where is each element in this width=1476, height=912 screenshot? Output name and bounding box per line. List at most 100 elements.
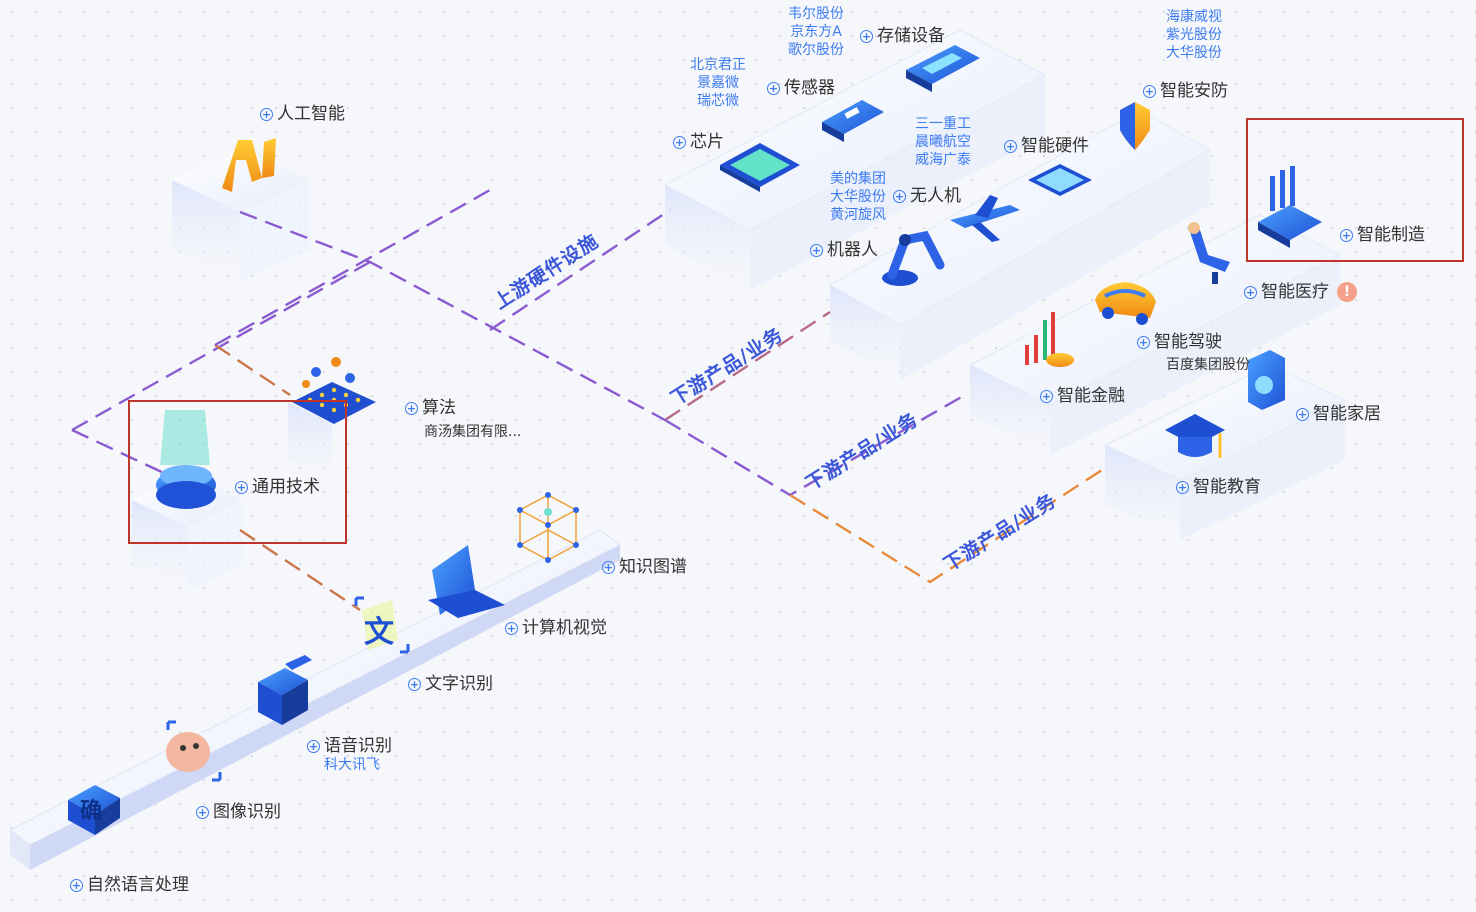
- knowledge-graph-icon: [517, 492, 579, 563]
- node-chip[interactable]: + 芯片: [673, 132, 724, 152]
- company-name[interactable]: 京东方A: [790, 24, 842, 40]
- node-ai[interactable]: + 人工智能: [260, 104, 345, 124]
- node-education[interactable]: + 智能教育: [1176, 477, 1261, 497]
- company-name[interactable]: 黄河旋风: [830, 207, 886, 223]
- company-name[interactable]: 大华股份: [1166, 45, 1222, 61]
- driving-company[interactable]: 百度集团股份: [1166, 357, 1250, 373]
- factory-icon: [1258, 166, 1322, 248]
- node-security[interactable]: + 智能安防: [1143, 81, 1228, 101]
- node-text-recognition[interactable]: + 文字识别: [408, 674, 493, 694]
- expand-icon[interactable]: +: [810, 243, 823, 257]
- hologram-icon: [156, 410, 216, 509]
- company-name[interactable]: 晨曦航空: [915, 134, 971, 150]
- node-label: 人工智能: [277, 104, 345, 124]
- node-drone[interactable]: + 无人机: [893, 186, 961, 206]
- company-name[interactable]: 景嘉微: [697, 75, 739, 91]
- text-recognition-icon: 文: [354, 596, 410, 654]
- node-nlp[interactable]: + 自然语言处理: [70, 875, 189, 895]
- node-knowledge-graph[interactable]: + 知识图谱: [602, 557, 687, 577]
- expand-icon[interactable]: +: [1244, 285, 1257, 299]
- node-label: 智能驾驶: [1154, 332, 1222, 352]
- expand-icon[interactable]: +: [673, 135, 686, 149]
- storage-icon: [906, 45, 980, 92]
- node-finance[interactable]: + 智能金融: [1040, 386, 1125, 406]
- expand-icon[interactable]: +: [1137, 335, 1150, 349]
- car-icon: [1095, 282, 1156, 325]
- expand-icon[interactable]: +: [1296, 407, 1309, 421]
- node-robot[interactable]: + 机器人: [810, 240, 878, 260]
- image-recognition-icon: [166, 720, 222, 782]
- node-computer-vision[interactable]: + 计算机视觉: [505, 618, 607, 638]
- svg-text:文: 文: [364, 615, 394, 650]
- expand-icon[interactable]: +: [1176, 480, 1189, 494]
- expand-icon[interactable]: +: [196, 805, 209, 819]
- company-name[interactable]: 北京君正: [690, 57, 746, 73]
- company-name[interactable]: 大华股份: [830, 189, 886, 205]
- expand-icon[interactable]: +: [1340, 228, 1353, 242]
- ai-icon: [222, 138, 276, 192]
- node-label: 智能教育: [1193, 477, 1261, 497]
- node-image-recognition[interactable]: + 图像识别: [196, 802, 281, 822]
- node-label: 通用技术: [252, 477, 320, 497]
- robot-arm-icon: [882, 230, 945, 286]
- expand-icon[interactable]: +: [1040, 389, 1053, 403]
- node-speech-recognition[interactable]: + 语音识别: [307, 736, 392, 756]
- node-label: 知识图谱: [619, 557, 687, 577]
- company-name[interactable]: 三一重工: [915, 116, 971, 132]
- company-name[interactable]: 威海广泰: [915, 152, 971, 168]
- expand-icon[interactable]: +: [602, 560, 615, 574]
- expand-icon[interactable]: +: [1004, 139, 1017, 153]
- nlp-icon: 确: [68, 785, 120, 835]
- expand-icon[interactable]: +: [307, 739, 320, 753]
- connector-lines: [71, 188, 1106, 611]
- node-medical[interactable]: + 智能医疗 !: [1244, 282, 1357, 302]
- node-driving[interactable]: + 智能驾驶: [1137, 332, 1222, 352]
- shield-icon: [1120, 102, 1150, 150]
- node-algorithm[interactable]: + 算法: [405, 398, 456, 418]
- node-label: 智能硬件: [1021, 136, 1089, 156]
- expand-icon[interactable]: +: [408, 677, 421, 691]
- svg-text:确: 确: [80, 798, 102, 824]
- company-name[interactable]: 紫光股份: [1166, 27, 1222, 43]
- expand-icon[interactable]: +: [860, 29, 873, 43]
- node-sensor[interactable]: + 传感器: [767, 78, 835, 98]
- expand-icon[interactable]: +: [1143, 84, 1156, 98]
- washing-machine-icon: [1248, 350, 1285, 410]
- node-label: 智能制造: [1357, 225, 1425, 245]
- node-label: 无人机: [910, 186, 961, 206]
- company-name[interactable]: 美的集团: [830, 171, 886, 187]
- node-label: 智能安防: [1160, 81, 1228, 101]
- speech-company[interactable]: 科大讯飞: [324, 757, 380, 773]
- expand-icon[interactable]: +: [893, 189, 906, 203]
- node-home[interactable]: + 智能家居: [1296, 404, 1381, 424]
- smart-hardware-companies: 三一重工 晨曦航空 威海广泰: [915, 115, 971, 169]
- expand-icon[interactable]: +: [235, 480, 248, 494]
- company-name[interactable]: 海康威视: [1166, 9, 1222, 25]
- expand-icon[interactable]: +: [260, 107, 273, 121]
- storage-companies: 韦尔股份 京东方A 歌尔股份: [788, 5, 844, 59]
- node-label: 智能家居: [1313, 404, 1381, 424]
- node-label: 语音识别: [324, 736, 392, 756]
- finance-chart-icon: [1025, 312, 1074, 367]
- laptop-icon: [428, 545, 505, 618]
- drone-companies: 美的集团 大华股份 黄河旋风: [830, 170, 886, 224]
- algorithm-company[interactable]: 商汤集团有限...: [424, 424, 522, 440]
- highlight-manufacturing: [1246, 118, 1464, 262]
- warning-icon[interactable]: !: [1337, 282, 1357, 302]
- node-storage[interactable]: + 存储设备: [860, 26, 945, 46]
- node-label: 计算机视觉: [522, 618, 607, 638]
- company-name[interactable]: 韦尔股份: [788, 6, 844, 22]
- company-name[interactable]: 瑞芯微: [697, 93, 739, 109]
- node-smart-hardware[interactable]: + 智能硬件: [1004, 136, 1089, 156]
- highlight-general-tech: [128, 400, 347, 544]
- expand-icon[interactable]: +: [405, 401, 418, 415]
- medical-chair-icon: [1188, 222, 1230, 284]
- expand-icon[interactable]: +: [505, 621, 518, 635]
- node-general-tech[interactable]: + 通用技术: [235, 477, 320, 497]
- company-name[interactable]: 歌尔股份: [788, 42, 844, 58]
- expand-icon[interactable]: +: [767, 81, 780, 95]
- node-manufacturing[interactable]: + 智能制造: [1340, 225, 1425, 245]
- expand-icon[interactable]: +: [70, 878, 83, 892]
- node-label: 图像识别: [213, 802, 281, 822]
